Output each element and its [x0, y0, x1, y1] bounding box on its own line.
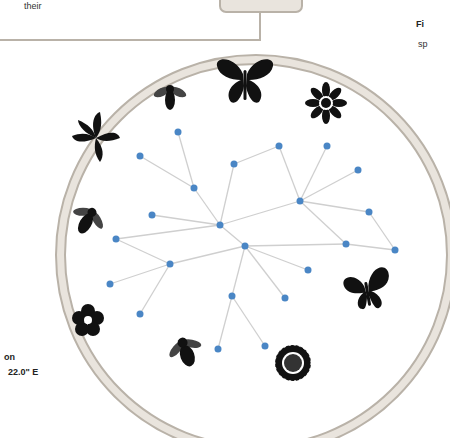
flower-icon — [72, 304, 104, 336]
network-dots — [107, 129, 399, 353]
sunflower-icon — [275, 345, 311, 381]
fragment-label: their — [24, 2, 42, 12]
lily-icon — [72, 112, 120, 162]
fragment-label: sp — [418, 40, 428, 50]
butterfly-icon — [342, 266, 395, 313]
lens-glass — [65, 64, 447, 438]
bee-icon — [163, 332, 208, 373]
flower-icon — [305, 82, 347, 124]
lens-ring — [56, 55, 450, 438]
lens-handle — [220, 0, 302, 12]
fragment-label: 22.0" E — [8, 368, 38, 378]
fragment-label: Fi — [416, 20, 424, 30]
bee-icon — [152, 85, 188, 110]
butterfly-icon — [217, 59, 273, 103]
bee-icon — [64, 199, 111, 242]
fragment-label: on — [4, 353, 15, 363]
network-lines — [110, 132, 395, 349]
